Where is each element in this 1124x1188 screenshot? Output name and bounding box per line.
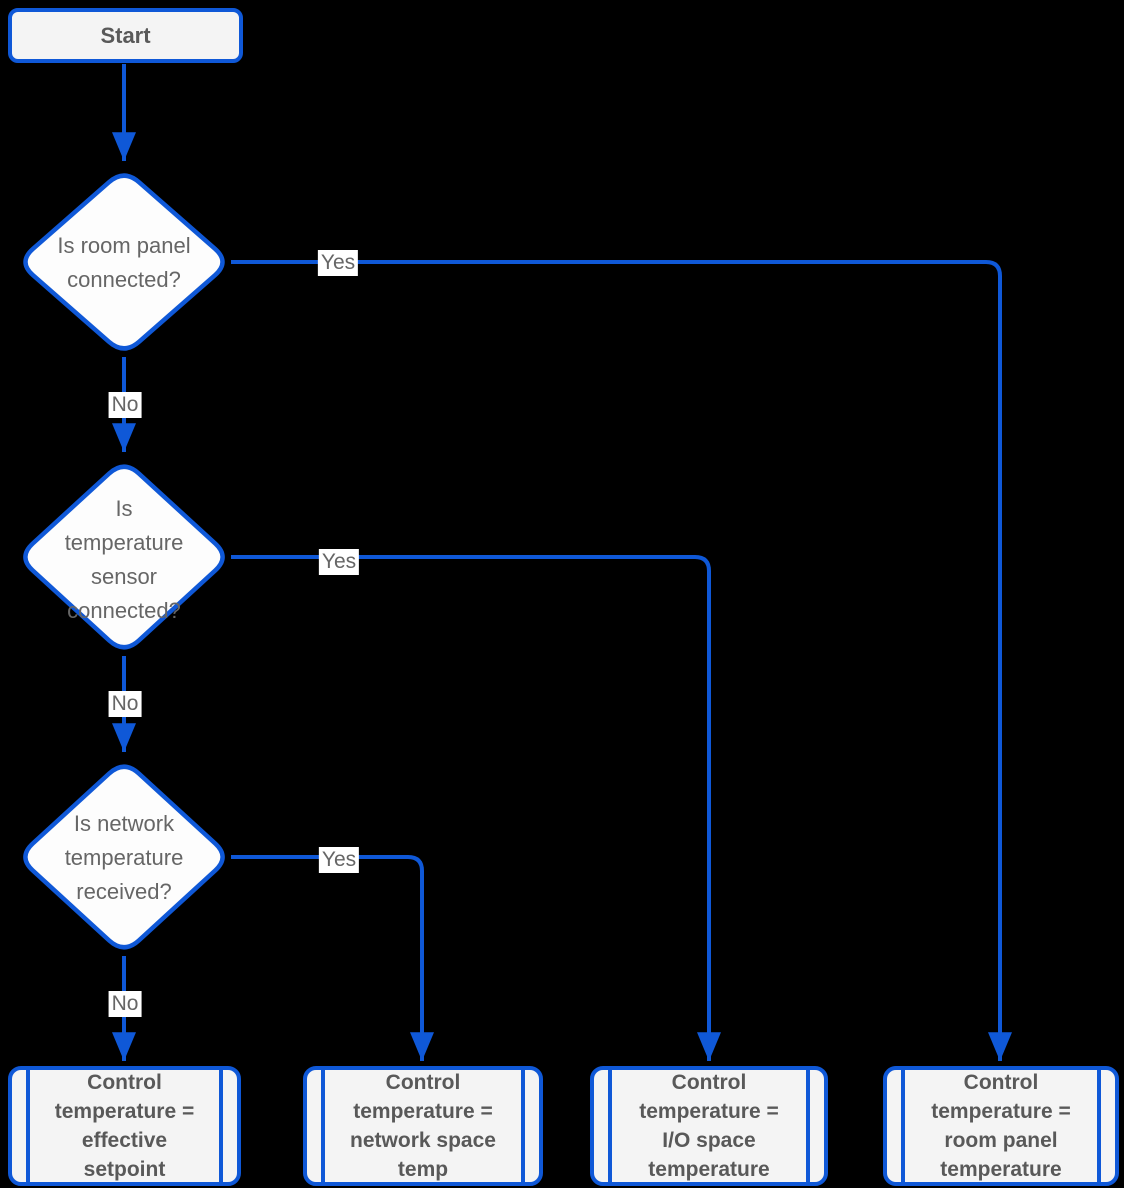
edge-label-yes-2: Yes xyxy=(318,549,360,575)
edge-label-no-3: No xyxy=(108,991,142,1017)
predefined-process-bar-left xyxy=(608,1070,612,1182)
predefined-process-bar-right xyxy=(521,1070,525,1182)
outcome-node-effective-setpoint: Control temperature = effective setpoint xyxy=(8,1066,241,1186)
predefined-process-bar-right xyxy=(1097,1070,1101,1182)
decision-label-temp-sensor: Is temperature sensor connected? xyxy=(64,496,184,623)
outcome-label: Control temperature = effective setpoint xyxy=(54,1071,195,1181)
predefined-process-bar-left xyxy=(901,1070,905,1182)
edge-label-yes-1: Yes xyxy=(317,250,359,276)
decision-label-room-panel: Is room panel connected? xyxy=(57,233,191,292)
outcome-label: Control temperature = I/O space temperat… xyxy=(639,1071,779,1181)
decision-shape-room-panel xyxy=(23,173,225,351)
decision-shape-temp-sensor xyxy=(23,464,225,650)
start-node: Start xyxy=(8,8,243,63)
edge-decision1-yes-to-outcome4 xyxy=(231,260,1012,1061)
predefined-process-bar-left xyxy=(26,1070,30,1182)
outcome-label: Control temperature = room panel tempera… xyxy=(931,1071,1071,1181)
outcome-node-io-space-temperature: Control temperature = I/O space temperat… xyxy=(590,1066,828,1186)
edge-label-no-1: No xyxy=(108,392,142,418)
outcome-node-room-panel-temperature: Control temperature = room panel tempera… xyxy=(883,1066,1119,1186)
outcome-label: Control temperature = network space temp xyxy=(350,1071,496,1181)
predefined-process-bar-right xyxy=(806,1070,810,1182)
predefined-process-bar-left xyxy=(321,1070,325,1182)
edge-label-no-2: No xyxy=(108,691,142,717)
decision-shape-network-temp xyxy=(23,764,225,950)
decision-label-network-temp: Is network temperature received? xyxy=(64,811,184,904)
start-node-label: Start xyxy=(100,22,151,48)
edge-decision3-yes-to-outcome2 xyxy=(231,855,434,1061)
outcome-node-network-space-temp: Control temperature = network space temp xyxy=(303,1066,543,1186)
predefined-process-bar-right xyxy=(219,1070,223,1182)
edge-decision2-yes-to-outcome3 xyxy=(231,555,721,1061)
edge-label-yes-3: Yes xyxy=(318,847,360,873)
